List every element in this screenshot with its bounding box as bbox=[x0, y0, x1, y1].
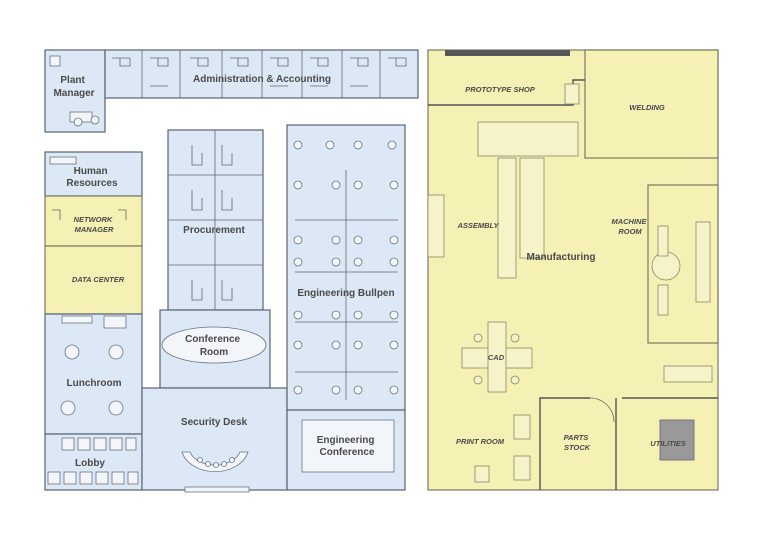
main-entrance bbox=[184, 486, 250, 493]
testing-table bbox=[663, 365, 713, 383]
data-center-label: DATA CENTER bbox=[72, 275, 125, 284]
copier bbox=[474, 465, 490, 483]
counter bbox=[61, 315, 93, 324]
security-desk-label: Security Desk bbox=[181, 417, 248, 428]
welding-label: WELDING bbox=[629, 103, 665, 112]
conference-room-label: Conference Room bbox=[185, 334, 243, 358]
office-wing bbox=[44, 49, 419, 493]
data-center-room bbox=[44, 245, 143, 315]
conference-table bbox=[301, 419, 395, 473]
security-chairs bbox=[197, 457, 235, 468]
print-room-label: PRINT ROOM bbox=[456, 437, 505, 446]
parts-stock-label: PARTS STOCK bbox=[564, 433, 591, 452]
utility-unit bbox=[659, 419, 695, 461]
roll-up-door bbox=[445, 50, 570, 56]
engineering-conference-label: Engineering Conference bbox=[317, 435, 378, 458]
lunchroom-room bbox=[44, 313, 143, 435]
security-desk-room bbox=[141, 387, 288, 491]
lunch-tables bbox=[60, 344, 124, 416]
equipment bbox=[657, 284, 669, 316]
machine-room-label: MACHINE ROOM bbox=[611, 217, 648, 236]
cabinet bbox=[49, 156, 77, 165]
bullpen-workstations bbox=[293, 140, 399, 400]
chair bbox=[73, 117, 83, 127]
assembly-line bbox=[519, 157, 545, 259]
cabinet bbox=[695, 221, 711, 303]
chair bbox=[90, 115, 100, 125]
appliance bbox=[103, 315, 127, 329]
prototype-shop-label: PROTOTYPE SHOP bbox=[465, 85, 535, 94]
administration-accounting-label: Administration & Accounting bbox=[193, 74, 331, 85]
human-resources-label: Human Resources bbox=[66, 166, 118, 189]
side-door bbox=[427, 194, 445, 258]
network-manager-room bbox=[44, 195, 143, 247]
printer bbox=[513, 455, 531, 481]
room-labels: Plant Manager Administration & Accountin… bbox=[53, 74, 685, 469]
lobby-seating bbox=[47, 437, 139, 485]
workbench bbox=[477, 121, 579, 157]
plant-manager-label: Plant Manager bbox=[53, 75, 94, 99]
engineering-bullpen-label: Engineering Bullpen bbox=[297, 288, 394, 299]
lunchroom-label: Lunchroom bbox=[67, 378, 122, 389]
utilities-label: UTILITIES bbox=[650, 439, 685, 448]
welding-room bbox=[584, 49, 719, 159]
network-manager-label: NETWORK MANAGER bbox=[74, 215, 115, 234]
cad-workstations bbox=[461, 321, 533, 393]
printer bbox=[513, 414, 531, 440]
cabinet bbox=[49, 55, 61, 67]
cad-label: CAD bbox=[488, 353, 505, 362]
tool-cabinet bbox=[564, 83, 580, 105]
assembly-line bbox=[497, 157, 517, 279]
procurement-cubicles bbox=[168, 130, 263, 310]
conference-table bbox=[161, 326, 267, 364]
manufacturing-wing bbox=[427, 49, 719, 491]
manufacturing-label: Manufacturing bbox=[527, 252, 596, 263]
security-desk bbox=[181, 451, 249, 473]
assembly-label: ASSEMBLY bbox=[456, 221, 499, 230]
procurement-label: Procurement bbox=[183, 225, 245, 236]
lobby-label: Lobby bbox=[75, 458, 105, 469]
admin-cubicles bbox=[112, 50, 407, 98]
equipment bbox=[657, 225, 669, 257]
